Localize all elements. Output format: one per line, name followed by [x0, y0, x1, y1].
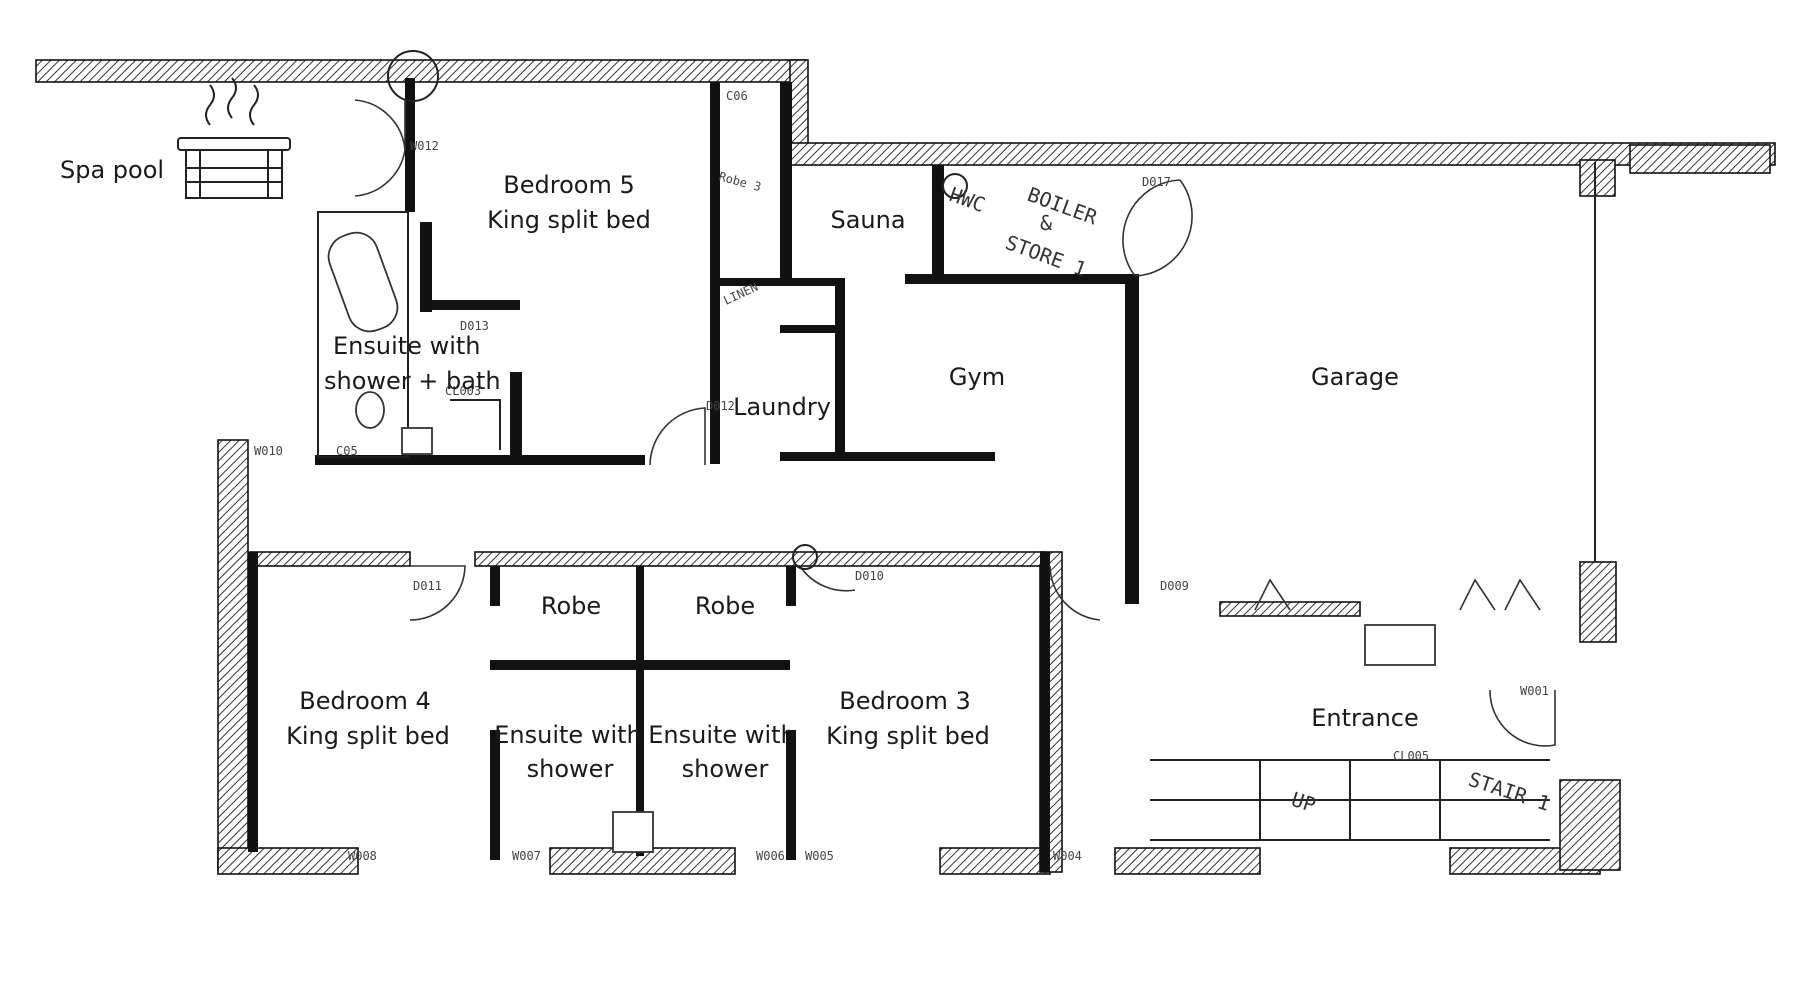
code-w004: W004 — [1053, 849, 1082, 863]
label-bedroom4-bed: King split bed — [286, 722, 450, 750]
label-bedroom4-title: Bedroom 4 — [299, 687, 430, 715]
label-robe3: Robe 3 — [717, 169, 763, 194]
code-w012: W012 — [410, 139, 439, 153]
label-bedroom3-title: Bedroom 3 — [839, 687, 970, 715]
label-spa-pool: Spa pool — [60, 156, 164, 184]
label-robe-right: Robe — [695, 592, 755, 620]
label-ensuite-right-line2: shower — [682, 755, 769, 783]
label-sauna: Sauna — [830, 206, 905, 234]
label-bedroom5-bed: King split bed — [487, 206, 651, 234]
label-gym: Gym — [949, 363, 1005, 391]
label-entrance: Entrance — [1311, 704, 1419, 732]
drawing-codes: C06 D017 D013 D012 CL003 C05 W010 W012 D… — [254, 89, 1549, 863]
label-boiler-amp: & — [1040, 211, 1052, 235]
label-hwc: HWC — [946, 182, 988, 217]
code-w007: W007 — [512, 849, 541, 863]
label-ensuite-bath-line1: Ensuite with — [333, 332, 480, 360]
code-d013: D013 — [460, 319, 489, 333]
label-up: UP — [1288, 787, 1318, 817]
code-w006: W006 — [756, 849, 785, 863]
door-swings — [354, 99, 1556, 747]
code-c06: C06 — [726, 89, 748, 103]
label-robe-left: Robe — [541, 592, 601, 620]
exterior-walls — [35, 59, 1776, 875]
code-w008: W008 — [348, 849, 377, 863]
code-w010: W010 — [254, 444, 283, 458]
label-bedroom3-bed: King split bed — [826, 722, 990, 750]
label-store1: STORE 1 — [1002, 230, 1089, 281]
code-cl005: CL005 — [1393, 749, 1429, 763]
label-stair: STAIR 1 — [1465, 767, 1553, 816]
code-d009: D009 — [1160, 579, 1189, 593]
code-c05: C05 — [336, 444, 358, 458]
label-ensuite-right-line1: Ensuite with — [648, 721, 795, 749]
code-d017: D017 — [1142, 175, 1171, 189]
label-ensuite-left-line1: Ensuite with — [494, 721, 641, 749]
label-ensuite-bath-line2: shower + bath — [324, 367, 501, 395]
label-boiler: BOILER — [1024, 182, 1101, 230]
fixtures — [327, 50, 1596, 853]
code-w001: W001 — [1520, 684, 1549, 698]
spa-pool-icon — [177, 77, 291, 199]
label-laundry: Laundry — [733, 393, 831, 421]
interior-walls — [248, 78, 1139, 872]
code-w005: W005 — [805, 849, 834, 863]
code-d010: D010 — [855, 569, 884, 583]
code-d012: D012 — [706, 399, 735, 413]
room-labels: Spa pool Bedroom 5 King split bed Ensuit… — [60, 156, 1553, 817]
label-ensuite-left-line2: shower — [527, 755, 614, 783]
code-cl003: CL003 — [445, 384, 481, 398]
code-d011: D011 — [413, 579, 442, 593]
label-garage: Garage — [1311, 363, 1399, 391]
label-bedroom5-title: Bedroom 5 — [503, 171, 634, 199]
